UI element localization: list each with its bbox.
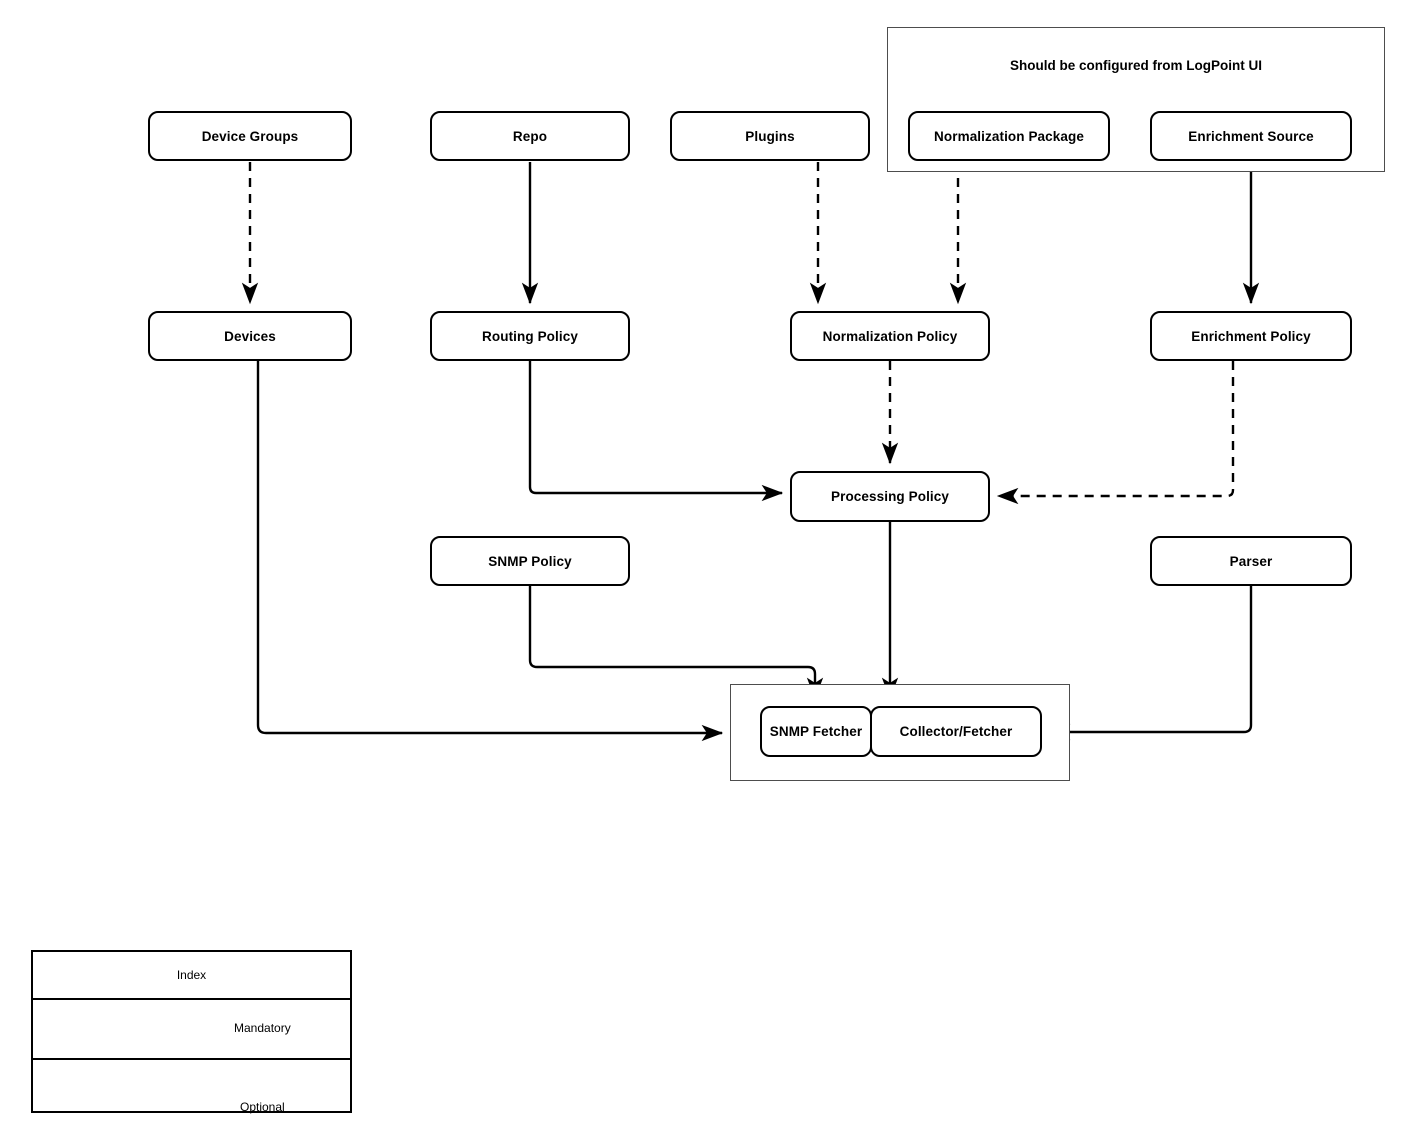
- node-processing-policy[interactable]: Processing Policy: [790, 471, 990, 522]
- legend-optional-label: Optional: [240, 1100, 285, 1114]
- legend-header-label: Index: [176, 968, 207, 982]
- edge-snmp-policy-to-snmp-fetcher: [528, 586, 824, 700]
- logpoint-ui-group-title: Should be configured from LogPoint UI: [1010, 58, 1262, 73]
- node-plugins[interactable]: Plugins: [670, 111, 870, 161]
- legend-box: Index Mandatory Optional: [31, 950, 352, 1114]
- node-device-groups[interactable]: Device Groups: [148, 111, 352, 161]
- node-snmp-fetcher[interactable]: SNMP Fetcher: [760, 706, 872, 757]
- legend-header-row: Index: [33, 952, 350, 1000]
- node-parser[interactable]: Parser: [1150, 536, 1352, 586]
- edge-routing-policy-to-processing-policy: [528, 361, 784, 502]
- legend-mandatory-label: Mandatory: [234, 1021, 291, 1035]
- edge-enrichment-policy-to-processing-policy: [996, 361, 1235, 505]
- node-enrichment-policy[interactable]: Enrichment Policy: [1150, 311, 1352, 361]
- node-repo[interactable]: Repo: [430, 111, 630, 161]
- legend-mandatory-row: Mandatory: [33, 1000, 350, 1060]
- node-devices[interactable]: Devices: [148, 311, 352, 361]
- node-normalization-package[interactable]: Normalization Package: [908, 111, 1110, 161]
- node-snmp-policy[interactable]: SNMP Policy: [430, 536, 630, 586]
- node-collector-fetcher[interactable]: Collector/Fetcher: [870, 706, 1042, 757]
- node-normalization-policy[interactable]: Normalization Policy: [790, 311, 990, 361]
- node-routing-policy[interactable]: Routing Policy: [430, 311, 630, 361]
- legend-optional-row: Optional: [33, 1060, 350, 1120]
- edge-parser-to-collector-fetcher: [1048, 586, 1253, 741]
- node-enrichment-source[interactable]: Enrichment Source: [1150, 111, 1352, 161]
